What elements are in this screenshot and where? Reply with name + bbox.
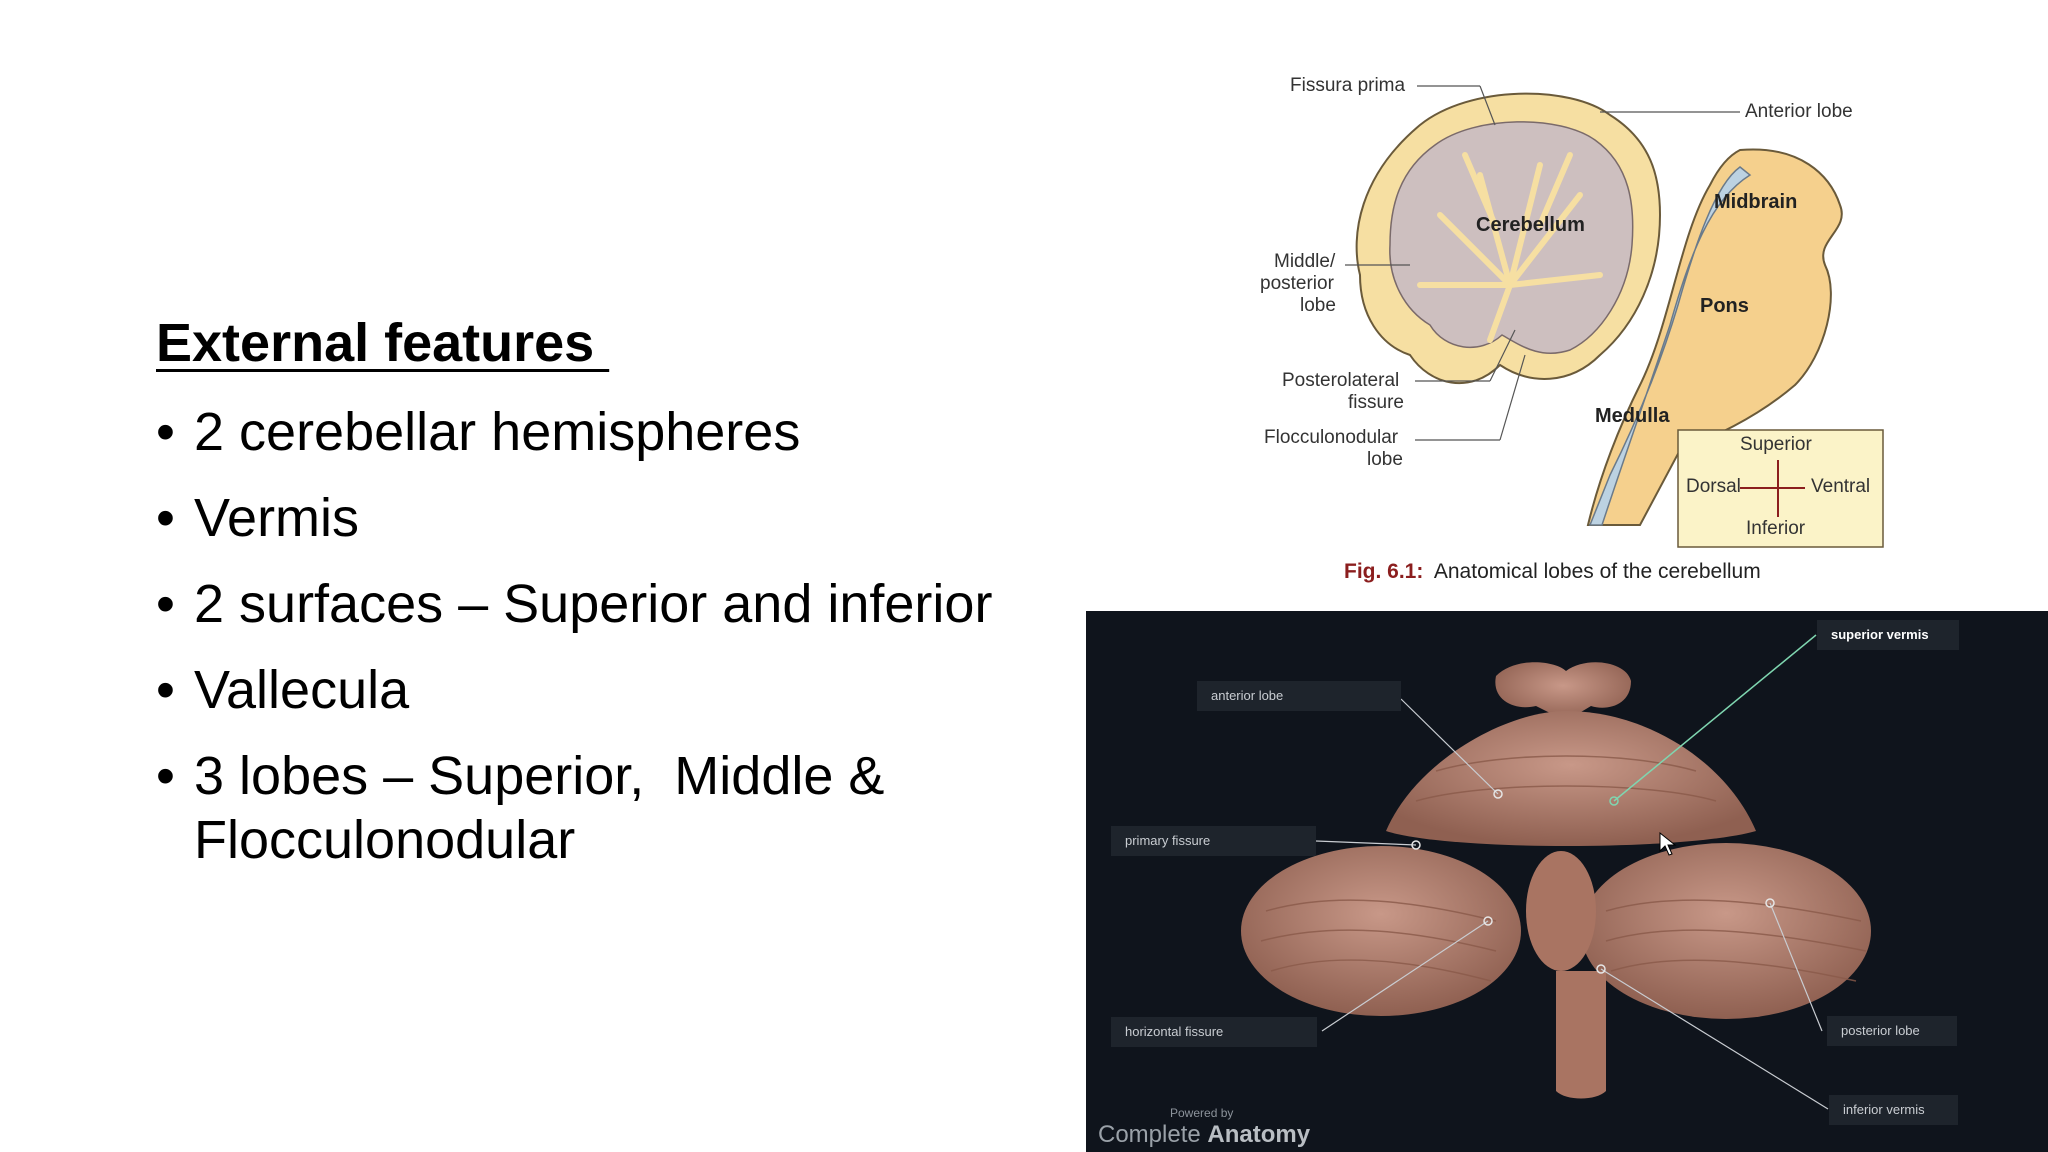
bullet-icon: •: [156, 660, 175, 720]
inferior-vermis-shape: [1526, 851, 1596, 971]
label-dorsal: Dorsal: [1686, 476, 1741, 497]
label-inferior: Inferior: [1746, 518, 1806, 539]
label-flocculonodular-1: Flocculonodular: [1264, 427, 1399, 448]
bullet-list: •2 cerebellar hemispheres •Vermis •2 sur…: [156, 400, 1056, 894]
folia-lines: [1260, 755, 1867, 982]
tag-superior-vermis: superior vermis: [1817, 620, 1959, 650]
pointer-lines: [1315, 698, 1829, 1110]
leader-lines: [1345, 85, 1740, 441]
label-pons: Pons: [1700, 295, 1749, 317]
cerebellum-lobes-diagram: Fissura prima Anterior lobe Midbrain Cer…: [1240, 55, 1920, 600]
bullet-icon: •: [156, 746, 175, 806]
figure-caption: Fig. 6.1: Anatomical lobes of the cerebe…: [1344, 560, 1761, 584]
label-fissura-prima: Fissura prima: [1290, 75, 1406, 96]
powered-by-text: Powered by: [1170, 1106, 1234, 1120]
label-middle-posterior-3: lobe: [1300, 295, 1336, 316]
label-posterolateral-1: Posterolateral: [1282, 370, 1400, 391]
label-middle-posterior-1: Middle/: [1274, 251, 1336, 272]
label-medulla: Medulla: [1595, 405, 1670, 427]
brand-bold: Anatomy: [1207, 1121, 1311, 1148]
label-superior: Superior: [1740, 434, 1812, 455]
list-item: •3 lobes – Superior, Middle & Flocculono…: [156, 746, 900, 870]
label-midbrain: Midbrain: [1714, 191, 1798, 213]
label-flocculonodular-2: lobe: [1367, 449, 1403, 470]
anterior-lobe-shape: [1386, 711, 1756, 846]
bullet-icon: •: [156, 574, 175, 634]
mouse-cursor-icon: [1659, 831, 1677, 856]
tag-horizontal-fissure: horizontal fissure: [1111, 1017, 1317, 1047]
highlight-pointer-line: [1613, 634, 1817, 802]
list-item: •2 surfaces – Superior and inferior: [156, 574, 993, 634]
caption-figure-number: Fig. 6.1:: [1344, 560, 1424, 583]
label-ventral: Ventral: [1811, 476, 1871, 497]
highlight-dot: [1609, 796, 1619, 806]
csf-band: [1588, 166, 1752, 526]
midbrain-top: [1495, 662, 1631, 721]
complete-anatomy-view: superior vermis anterior lobe primary fi…: [1086, 611, 2048, 1152]
bullet-icon: •: [156, 402, 175, 462]
label-middle-posterior-2: posterior: [1260, 273, 1334, 294]
brand-logo: Complete Anatomy: [1098, 1121, 1310, 1149]
list-item: •Vallecula: [156, 660, 410, 720]
pointer-dots: [1411, 789, 1775, 974]
label-anterior-lobe: Anterior lobe: [1745, 101, 1853, 122]
brand-light: Complete: [1098, 1121, 1201, 1148]
brainstem-stalk: [1556, 971, 1606, 1099]
cerebellum-grey-matter: [1389, 121, 1634, 355]
list-item: •Vermis: [156, 488, 360, 548]
caption-text: Anatomical lobes of the cerebellum: [1433, 560, 1761, 583]
tag-inferior-vermis: inferior vermis: [1829, 1095, 1958, 1125]
label-cerebellum: Cerebellum: [1476, 214, 1585, 236]
cerebellum-3d-render: [1241, 634, 1871, 1110]
tag-anterior-lobe: anterior lobe: [1197, 681, 1401, 711]
tag-posterior-lobe: posterior lobe: [1827, 1016, 1957, 1046]
tag-primary-fissure: primary fissure: [1111, 826, 1316, 856]
bullet-icon: •: [156, 488, 175, 548]
slide-heading: External features: [156, 313, 610, 373]
list-item: •2 cerebellar hemispheres: [156, 402, 801, 462]
arbor-vitae: [1417, 152, 1603, 343]
label-posterolateral-2: fissure: [1348, 392, 1404, 413]
diagram-drawing: [1345, 85, 1884, 548]
